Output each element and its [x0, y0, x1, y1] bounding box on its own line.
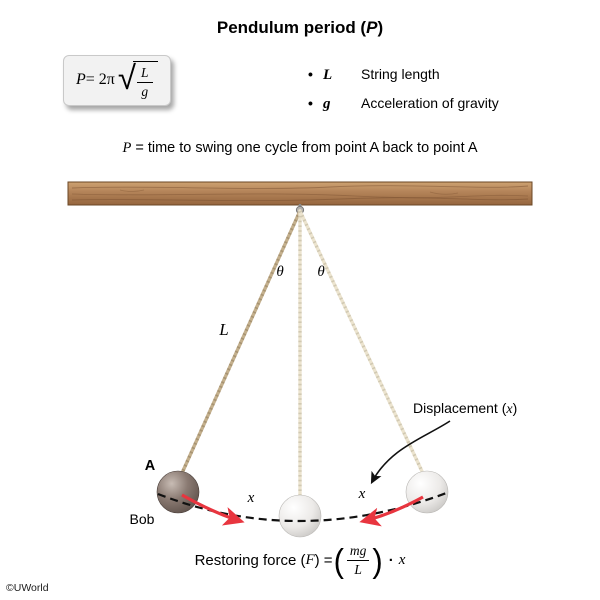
wood-grain [119, 189, 145, 192]
wood-grain [429, 191, 459, 195]
string-right-texture [298, 210, 429, 483]
displacement-label: Displacement (x) [413, 400, 517, 417]
string-length-label: L [218, 320, 228, 339]
period-formula-box: P = 2π √ L g [63, 55, 171, 107]
restoring-variable-x: x [398, 551, 406, 568]
subtitle-variable: P [122, 140, 132, 156]
bullet-icon: • [308, 66, 313, 82]
strings [176, 209, 429, 510]
fraction-denominator: g [141, 83, 149, 99]
bob-left-a [156, 470, 200, 514]
restoring-variable-f: F [305, 551, 315, 568]
radicand: L g [133, 61, 158, 99]
legend: • L String length • g Acceleration of gr… [308, 66, 499, 124]
title-suffix: ) [377, 18, 384, 37]
fraction-numerator: L [137, 65, 153, 83]
legend-item-g: • g Acceleration of gravity [308, 95, 499, 113]
legend-item-L: • L String length [308, 66, 499, 84]
close-paren: ) [372, 541, 383, 579]
x-label-right: x [358, 486, 366, 502]
x-label-left: x [247, 490, 255, 506]
bob-label: Bob [130, 511, 155, 527]
legend-label-g: Acceleration of gravity [361, 95, 499, 111]
bullet-icon: • [308, 95, 313, 111]
legend-label-L: String length [361, 66, 440, 82]
string-right [298, 209, 429, 484]
subtitle-text: = time to swing one cycle from point A b… [131, 140, 478, 156]
theta-label-left: θ [276, 264, 284, 280]
square-root: √ L g [117, 58, 158, 99]
page-title: Pendulum period (P) [0, 18, 600, 38]
wood-grain [71, 193, 529, 199]
restoring-force-arrow-right [359, 495, 424, 527]
copyright: ©UWorld [6, 582, 49, 594]
displacement-pointer-arrow [370, 420, 451, 485]
formula-lhs: P [76, 71, 86, 89]
bob-center [278, 494, 322, 538]
restoring-prefix: Restoring force ( [194, 551, 306, 569]
swing-arc [157, 490, 450, 523]
open-paren: ( [333, 541, 344, 579]
fraction-numerator: mg [346, 543, 370, 561]
string-left [176, 209, 302, 484]
legend-symbol-L: L [323, 67, 333, 83]
string-left-texture [176, 210, 302, 483]
theta-label-right: θ [317, 264, 325, 280]
radical-icon: √ [117, 58, 137, 97]
wood-grain [71, 185, 529, 189]
restoring-force-arrow-left [181, 493, 245, 526]
fraction-L-over-g: L g [137, 65, 153, 99]
wood-grain [71, 197, 529, 202]
legend-symbol-g: g [323, 96, 331, 112]
fraction-denominator: L [354, 561, 362, 577]
restoring-mid: ) = [314, 551, 333, 569]
formula-equals: = 2π [85, 71, 115, 89]
point-a-label: A [145, 458, 156, 474]
wooden-beam [67, 181, 533, 206]
fraction-mg-over-L: mg L [346, 543, 370, 577]
title-prefix: Pendulum period ( [216, 18, 367, 37]
subtitle: P = time to swing one cycle from point A… [0, 140, 600, 157]
title-variable: P [366, 18, 378, 37]
multiplication-dot: · [388, 551, 394, 569]
bob-right [405, 470, 449, 514]
restoring-force-formula: Restoring force (F) = ( mg L ) ·x [0, 543, 600, 577]
